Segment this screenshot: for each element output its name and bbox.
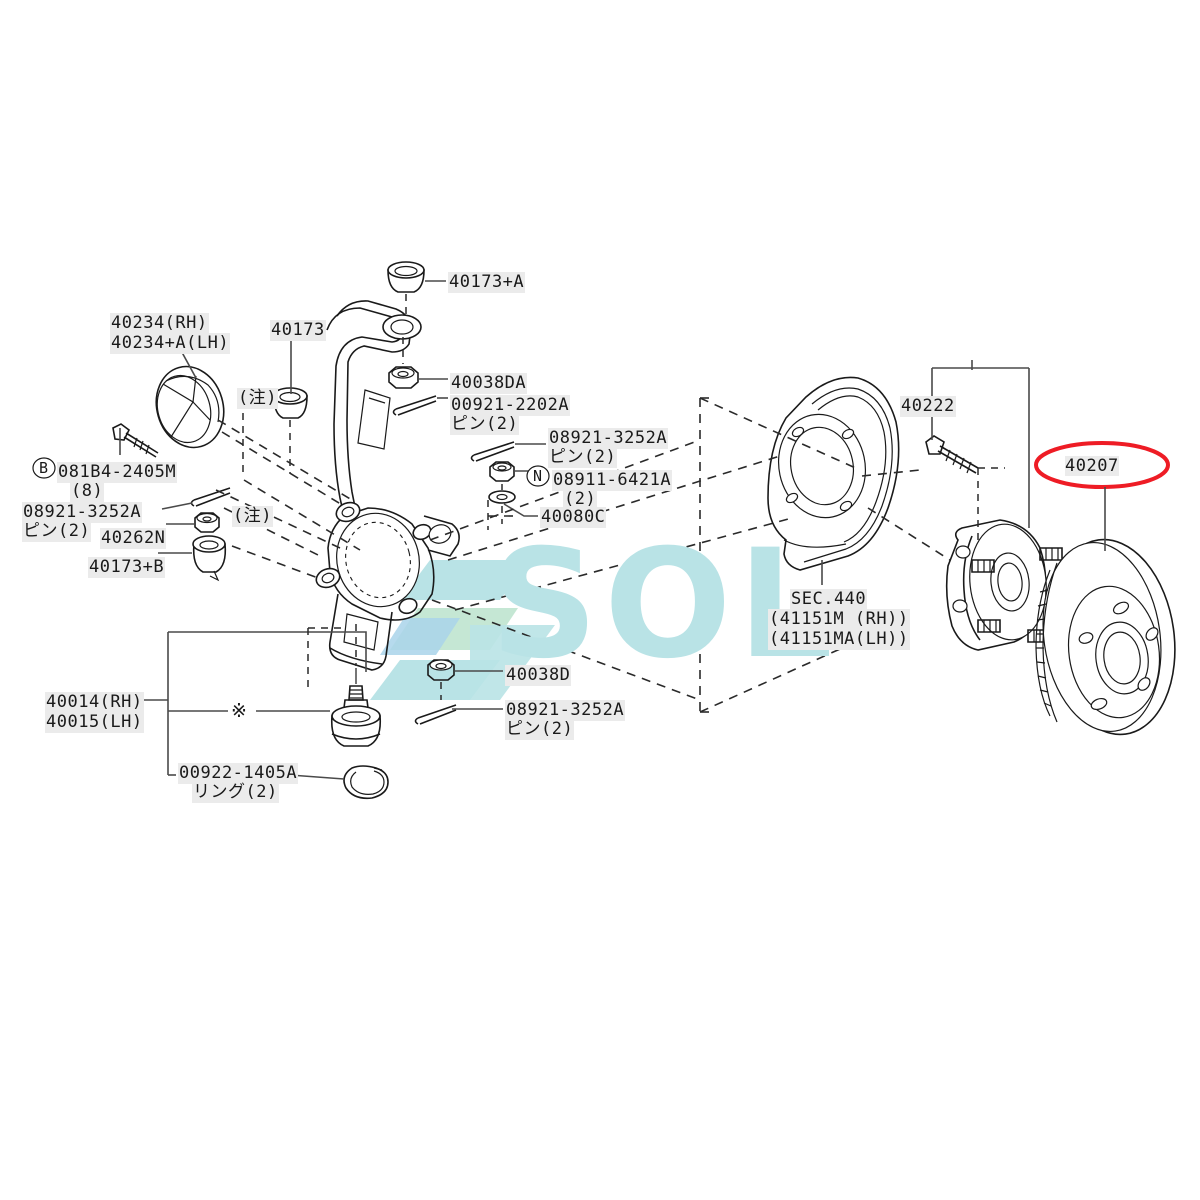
part-label-l-00922sub: リング(2) — [192, 782, 279, 803]
part-label-l-40262n: 40262N — [100, 528, 167, 549]
part-label-l-40038d: 40038D — [505, 665, 572, 686]
part-40038DA-nut — [388, 366, 419, 389]
circle-b-symbol — [32, 457, 56, 479]
reference-mark: ※ — [231, 700, 248, 722]
part-40207-brake-rotor — [1035, 538, 1176, 736]
part-label-l-40234lh: 40234+A(LH) — [110, 333, 231, 354]
part-steering-knuckle — [315, 300, 460, 671]
part-40234-dust-shield — [155, 365, 225, 449]
part-40173-boot — [272, 387, 308, 419]
part-label-l-40222: 40222 — [900, 396, 956, 417]
highlight-ellipse-40207 — [1034, 441, 1170, 489]
part-081B4-bolt — [112, 423, 159, 458]
part-00921-cotter-pin — [392, 395, 437, 416]
part-40262N-nut — [194, 512, 220, 533]
part-label-l-08921c: 08921-3252A — [505, 700, 626, 721]
part-label-l-081b4sub: (8) — [70, 481, 105, 502]
watermark-text: SOL — [490, 518, 840, 692]
part-label-l-40173: 40173 — [270, 320, 326, 341]
part-label-l-41151m: (41151M (RH)) — [768, 609, 910, 630]
part-08921-cotter-pin-bottom — [414, 704, 457, 725]
part-label-l-chu2: (注) — [232, 506, 273, 527]
part-40173B-boot — [192, 535, 227, 582]
part-label-l-08921bsub: ピン(2) — [22, 521, 92, 542]
part-label-l-40234rh: 40234(RH) — [110, 313, 209, 334]
assembly-dashed-lines — [215, 294, 1005, 713]
part-label-l-08921asub: ピン(2) — [548, 447, 618, 468]
part-08911-nut — [489, 461, 515, 482]
part-label-l-08921csub: ピン(2) — [505, 719, 575, 740]
part-label-l-00921sub: ピン(2) — [450, 414, 520, 435]
leader-lines — [119, 280, 1106, 780]
part-label-l-08911sub: (2) — [563, 489, 598, 510]
part-label-l-sec440: SEC.440 — [790, 589, 868, 610]
part-label-l-00922: 00922-1405A — [178, 763, 299, 784]
part-label-l-08921a: 08921-3252A — [548, 428, 669, 449]
part-label-l-081b4: 081B4-2405M — [57, 462, 178, 483]
part-40222-bolt — [925, 435, 979, 474]
part-label-l-chu1: (注) — [237, 388, 278, 409]
circle-n-symbol — [526, 465, 550, 487]
part-wheel-hub-assembly — [945, 519, 1069, 651]
part-40014-ball-joint — [330, 668, 382, 747]
circle-n-letter: N — [533, 467, 543, 485]
part-label-l-41151ma: (41151MA(LH)) — [768, 629, 910, 650]
part-00922-snap-ring — [343, 765, 389, 800]
part-label-l-00921: 00921-2202A — [450, 395, 571, 416]
part-label-l-08921b: 08921-3252A — [22, 502, 143, 523]
part-40080C-washer — [488, 490, 516, 504]
part-40038D-nut — [427, 659, 455, 681]
part-label-l-40080c: 40080C — [540, 507, 607, 528]
part-40173A-boot — [387, 261, 425, 293]
part-label-l-40173a: 40173+A — [448, 272, 526, 293]
part-41151M-splash-shield — [767, 376, 900, 571]
circle-b-letter: B — [39, 459, 49, 477]
part-08921-cotter-pin-left — [190, 487, 231, 507]
part-label-l-40014: 40014(RH) — [45, 692, 144, 713]
part-label-l-40015: 40015(LH) — [45, 712, 144, 733]
part-08921-cotter-pin-mid — [470, 441, 515, 462]
part-label-l-08911: 08911-6421A — [552, 470, 673, 491]
highlighted-part-number[interactable]: 40207 — [1065, 456, 1119, 476]
part-label-l-40038da: 40038DA — [450, 373, 528, 394]
part-label-l-40173b: 40173+B — [88, 557, 166, 578]
